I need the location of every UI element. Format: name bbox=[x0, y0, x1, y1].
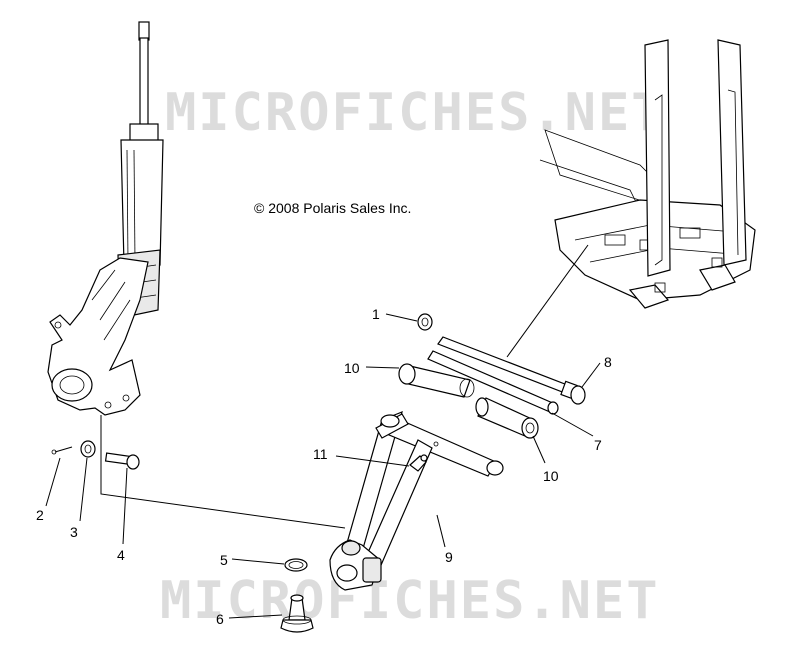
callout-3: 3 bbox=[70, 524, 78, 540]
copyright-text: © 2008 Polaris Sales Inc. bbox=[254, 200, 411, 216]
callout-2: 2 bbox=[36, 507, 44, 523]
callout-6: 6 bbox=[216, 611, 224, 627]
callout-10-lower: 10 bbox=[543, 468, 559, 484]
snap-ring-part-5 bbox=[284, 558, 308, 572]
cotter-pin-part bbox=[51, 446, 73, 455]
pivot-tube-7 bbox=[427, 350, 559, 415]
bolt-part-4 bbox=[104, 452, 140, 470]
grease-fitting-part-11 bbox=[409, 454, 428, 472]
callout-5: 5 bbox=[220, 552, 228, 568]
bushing-part-10a bbox=[398, 363, 475, 398]
callout-11: 11 bbox=[313, 446, 328, 462]
ball-joint-part-6 bbox=[280, 594, 314, 633]
callout-7: 7 bbox=[594, 437, 602, 453]
vehicle-frame bbox=[539, 39, 756, 309]
a-arm-part-9 bbox=[329, 410, 504, 591]
callout-1: 1 bbox=[372, 306, 380, 322]
nut-part-3 bbox=[80, 440, 96, 458]
watermark-top: MICROFICHES.NET bbox=[165, 83, 665, 143]
callout-4: 4 bbox=[117, 547, 125, 563]
bushing-part-10b bbox=[475, 397, 539, 439]
nut-part-1 bbox=[417, 313, 433, 331]
callout-9: 9 bbox=[445, 549, 453, 565]
watermark-bottom: MICROFICHES.NET bbox=[160, 571, 660, 631]
steering-knuckle bbox=[47, 257, 149, 416]
callout-8: 8 bbox=[604, 354, 612, 370]
pivot-bolt-8 bbox=[437, 336, 586, 405]
callout-10-upper: 10 bbox=[344, 360, 360, 376]
